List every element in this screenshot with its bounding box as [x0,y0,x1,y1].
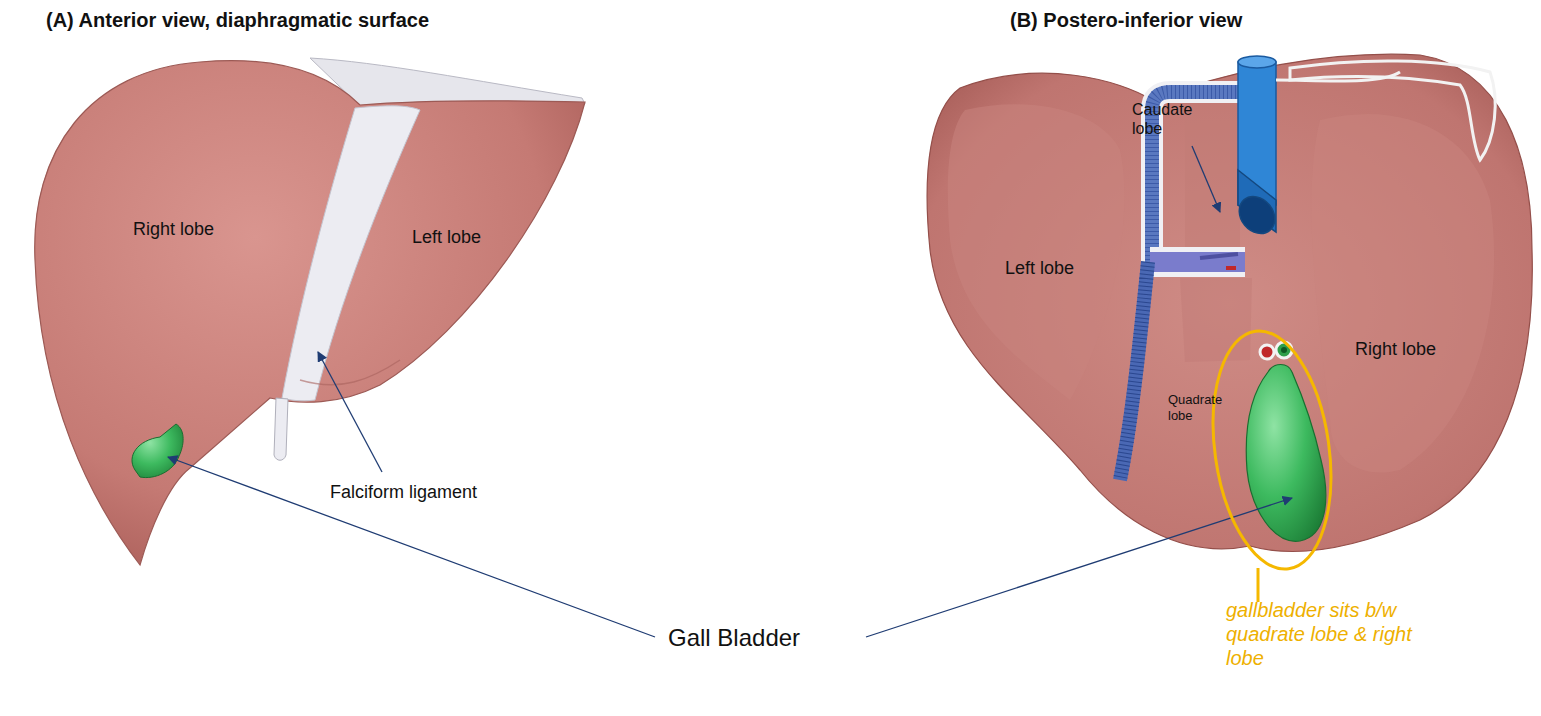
ligamentum-teres-stipple [1120,262,1148,480]
portal-vein-branch [1200,254,1238,258]
left-lobe-shading [948,104,1125,400]
structure-label: Gall Bladder [668,624,800,653]
porta-peritoneum [1150,247,1245,277]
highlight-ellipse [1199,323,1345,577]
lobe-shading [300,360,400,385]
gallbladder-inferior [1246,365,1326,542]
note-stroke [1257,568,1260,602]
lobe-label: Left lobe [1005,258,1074,280]
leader-line [1192,146,1220,212]
falciform-ligament-shape [282,106,420,401]
portal-vein [1150,252,1245,272]
panel-title: (A) Anterior view, diaphragmatic surface [46,8,429,32]
liver-outline [927,54,1532,551]
quadrate-lobe-shading [1180,278,1252,362]
leader-line [318,352,382,472]
gallbladder-anterior [132,424,183,478]
handwritten-note: gallbladder sits b/w quadrate lobe & rig… [1226,598,1426,670]
lobe-label: Right lobe [1355,339,1436,361]
lobe-label: Quadrate lobe [1168,392,1230,423]
lobe-label: Right lobe [133,219,214,241]
round-ligament [274,398,288,460]
panel-title: (B) Postero-inferior view [1010,8,1242,32]
lobe-label: Left lobe [412,227,481,249]
ivc-lumen [1232,189,1282,240]
leader-line [168,457,655,637]
ligament-label: Falciform ligament [330,482,477,504]
coronary-border [1276,72,1400,81]
liver-postero-inferior [927,54,1532,551]
lobe-label: Caudate lobe [1132,100,1196,138]
hepatic-artery [1260,345,1274,359]
caudate-lobe-shading [1185,120,1240,262]
ivc-top [1238,56,1276,68]
cystic-duct [1276,342,1292,358]
ligamentum-teres [1120,262,1148,480]
liver-anterior [35,58,585,565]
right-lobe-shading [1311,114,1494,473]
liver-outline [35,61,585,565]
cystic-duct-lumen [1281,347,1287,353]
hepatic-artery-branch [1226,266,1236,270]
